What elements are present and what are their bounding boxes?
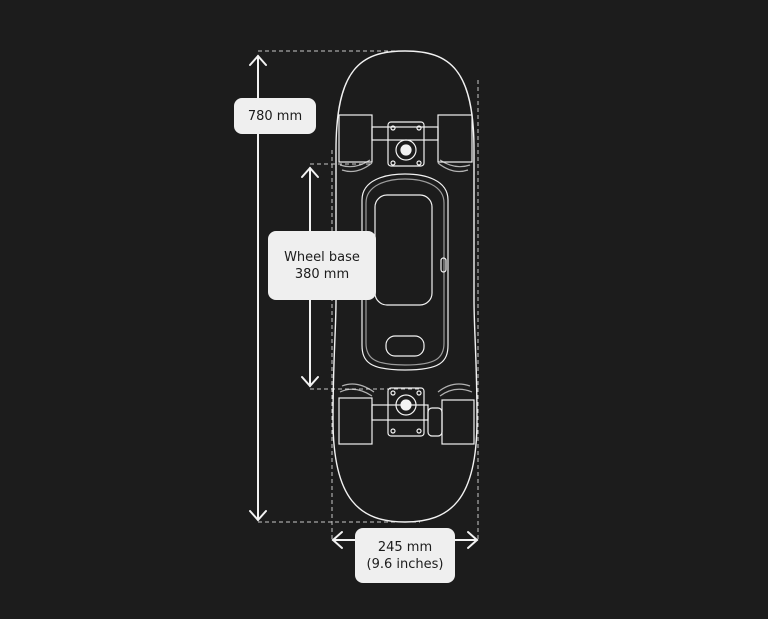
rear-truck: [338, 383, 475, 445]
length-value: 780 mm: [247, 108, 303, 124]
board-deck: [332, 50, 478, 523]
length-label: 780 mm: [234, 98, 316, 134]
wheelbase-title: Wheel base: [284, 249, 360, 265]
wheelbase-label: Wheel base 380 mm: [268, 231, 376, 300]
wheelbase-value: 380 mm: [294, 266, 350, 282]
width-mm: 245 mm: [377, 539, 433, 555]
front-truck: [338, 114, 473, 173]
width-inches: (9.6 inches): [366, 556, 444, 572]
width-label: 245 mm (9.6 inches): [355, 528, 455, 583]
